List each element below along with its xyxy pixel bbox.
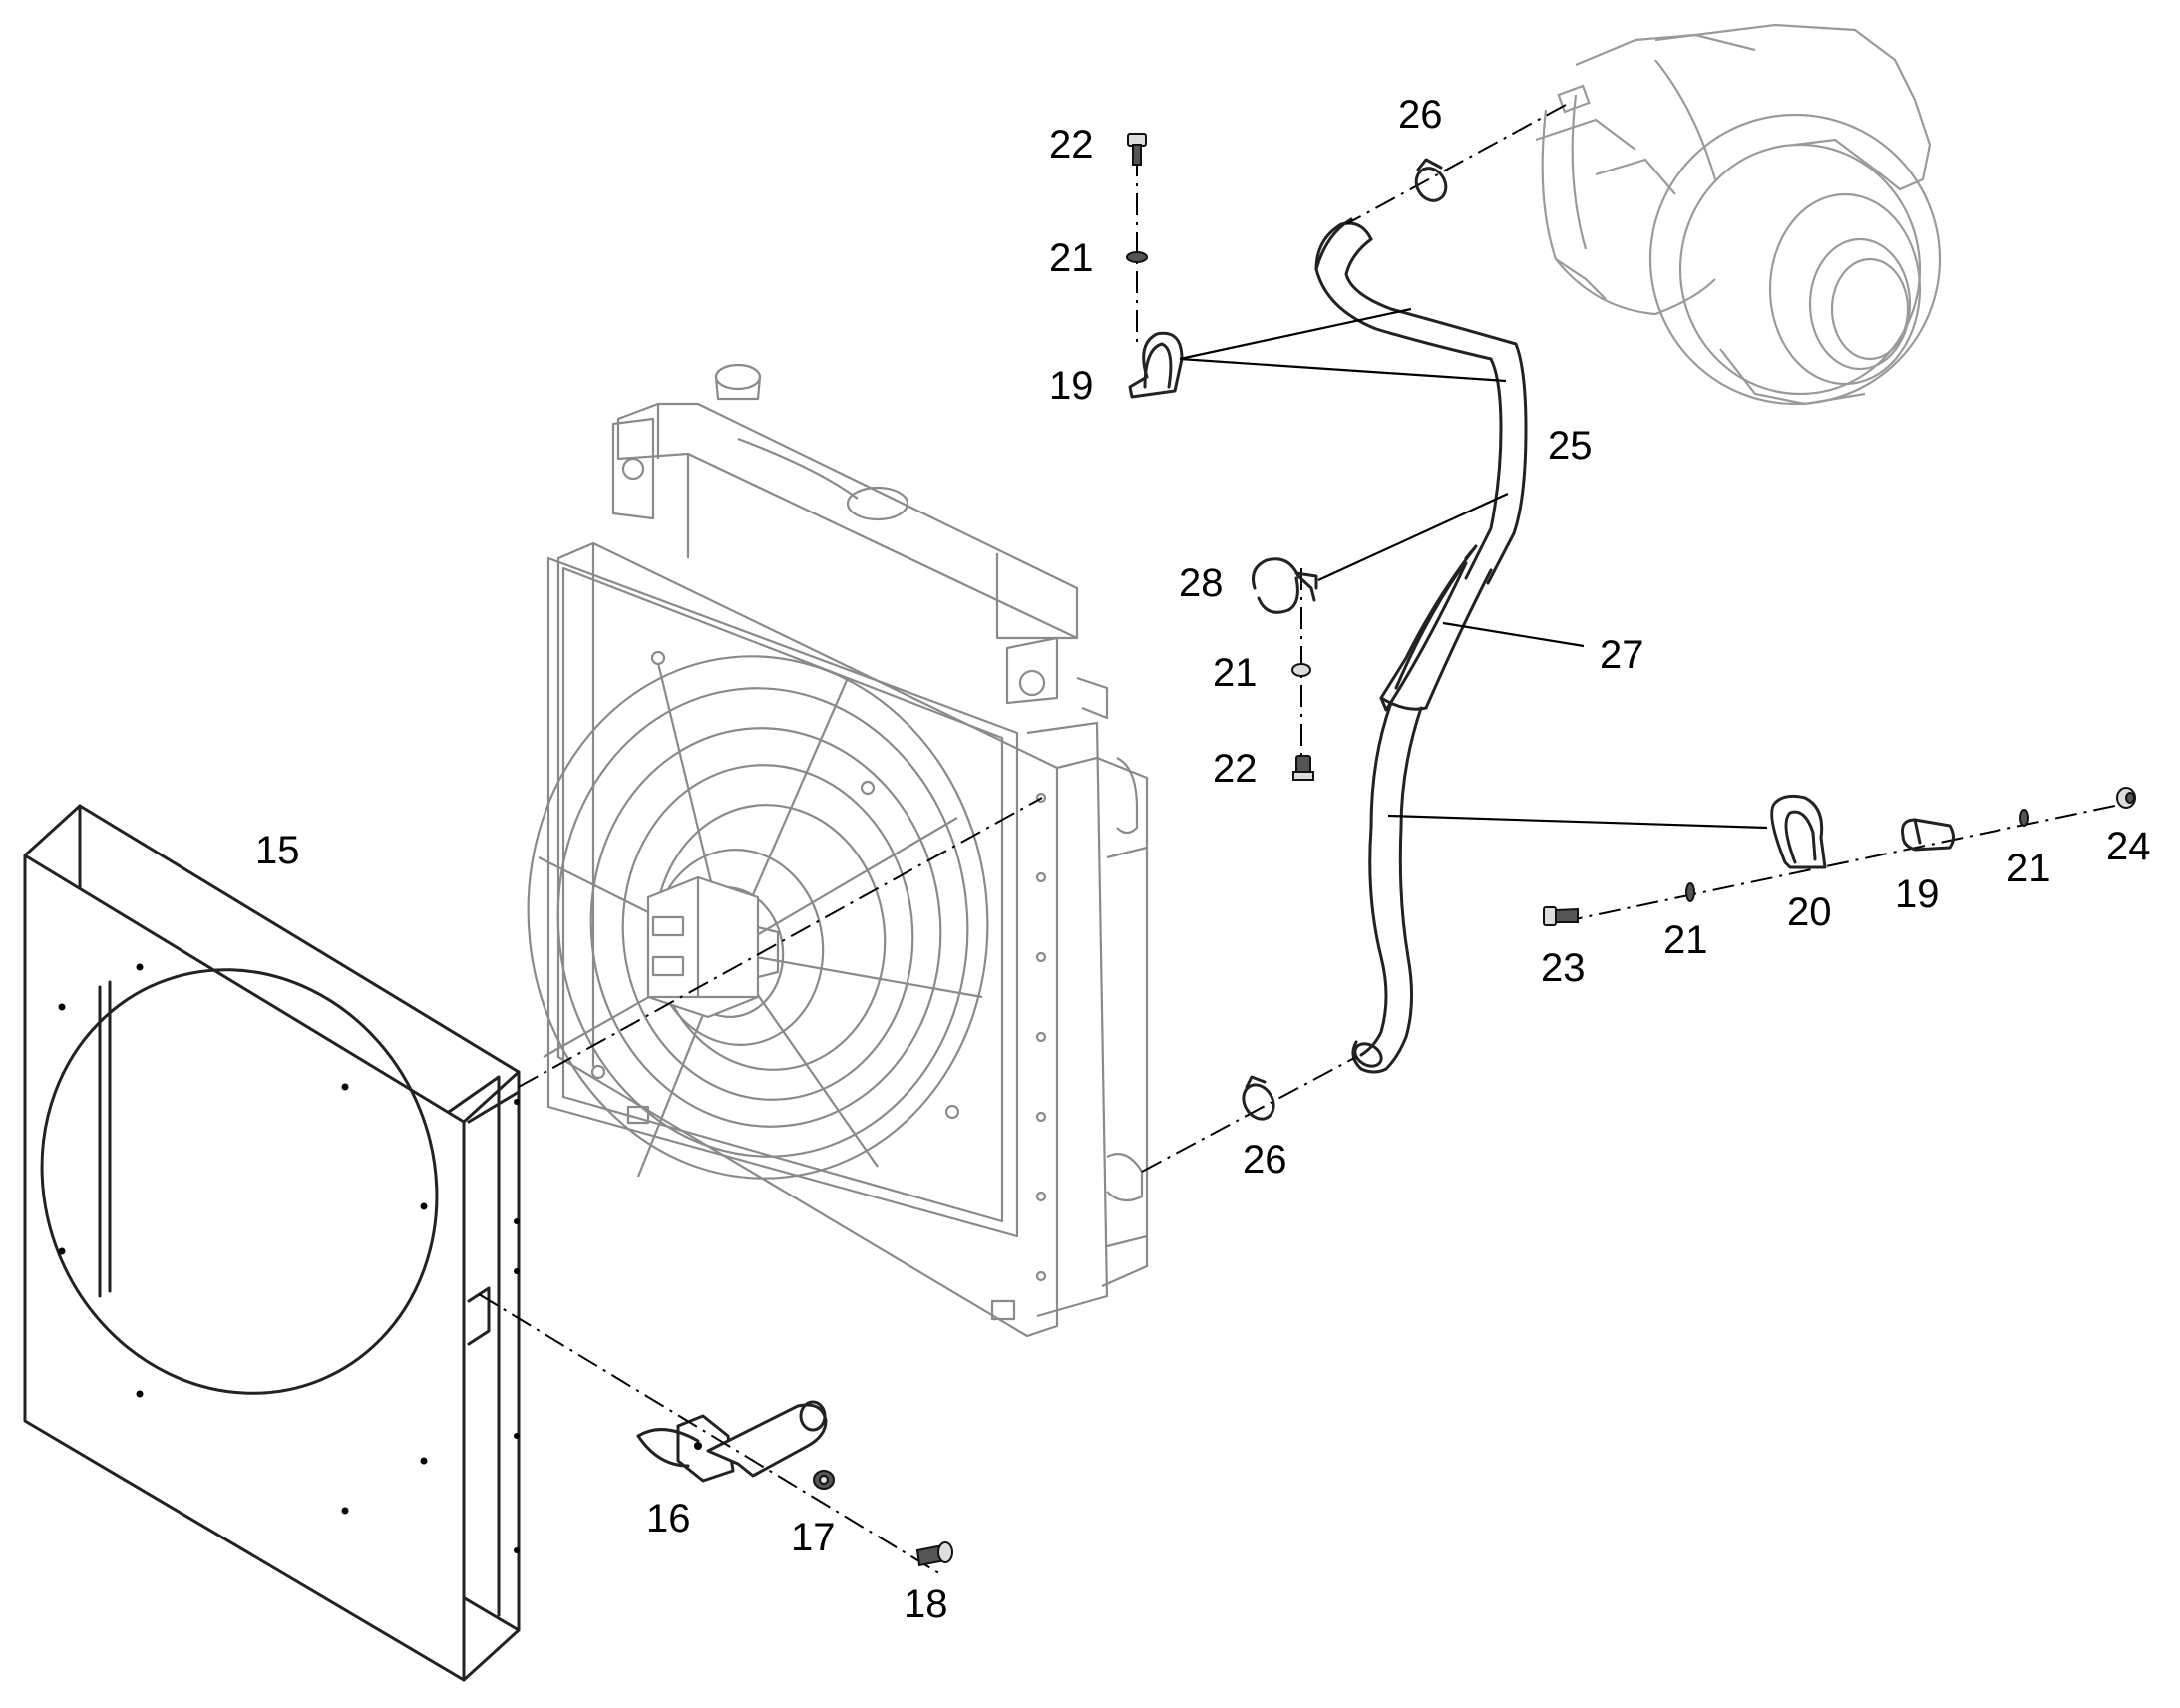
- bolt-18: [915, 1541, 953, 1567]
- hardware: [813, 133, 2136, 1567]
- callout-16: 16: [646, 1497, 691, 1540]
- p-clamp-20: [1770, 794, 1827, 869]
- callout-27: 27: [1600, 633, 1644, 677]
- callout-22-upper: 22: [1049, 123, 1094, 167]
- nut-24: [2116, 787, 2136, 809]
- callout-20: 20: [1787, 890, 1832, 934]
- latch-handle: [636, 1400, 828, 1483]
- callout-23: 23: [1541, 946, 1586, 990]
- callout-19-upper: 19: [1049, 364, 1094, 408]
- hose-clamp-26-lower: [1242, 1075, 1275, 1121]
- clamp-28: [1252, 557, 1318, 614]
- callout-19-right: 19: [1895, 872, 1940, 916]
- callout-21-right: 21: [2006, 847, 2051, 890]
- hose-clamp-26-upper: [1414, 158, 1448, 202]
- fan-shroud: [23, 804, 521, 1682]
- assembly-centerlines: [478, 104, 2130, 1576]
- callout-24: 24: [2106, 825, 2151, 868]
- bolt-23: [1543, 906, 1579, 926]
- callout-18: 18: [904, 1582, 948, 1626]
- callout-21-mid: 21: [1213, 651, 1258, 695]
- bolt-22-lower: [1292, 755, 1314, 781]
- callout-26-lower: 26: [1243, 1138, 1287, 1182]
- radiator-assembly: [527, 363, 1149, 1338]
- bolt-22-upper: [1127, 133, 1147, 166]
- callout-22-lower: 22: [1213, 747, 1258, 791]
- callout-26-upper: 26: [1398, 93, 1443, 137]
- callout-15: 15: [255, 829, 300, 872]
- callout-21-lower: 21: [1663, 918, 1708, 962]
- clamp-19-right: [1901, 818, 1955, 852]
- callout-28: 28: [1179, 561, 1224, 605]
- callout-17: 17: [791, 1516, 836, 1559]
- nut-17: [813, 1470, 835, 1490]
- leader-lines: [1179, 307, 1768, 830]
- clamp-19-upper: [1128, 331, 1184, 399]
- air-cleaner: [1535, 23, 1942, 406]
- callout-25: 25: [1548, 424, 1593, 468]
- callout-labels: 15 16 17 18 19 19 20 21 21 21 21 22 22 2…: [255, 93, 2151, 1626]
- callout-21-upper: 21: [1049, 236, 1094, 280]
- hose-assembly: [1314, 217, 1528, 1074]
